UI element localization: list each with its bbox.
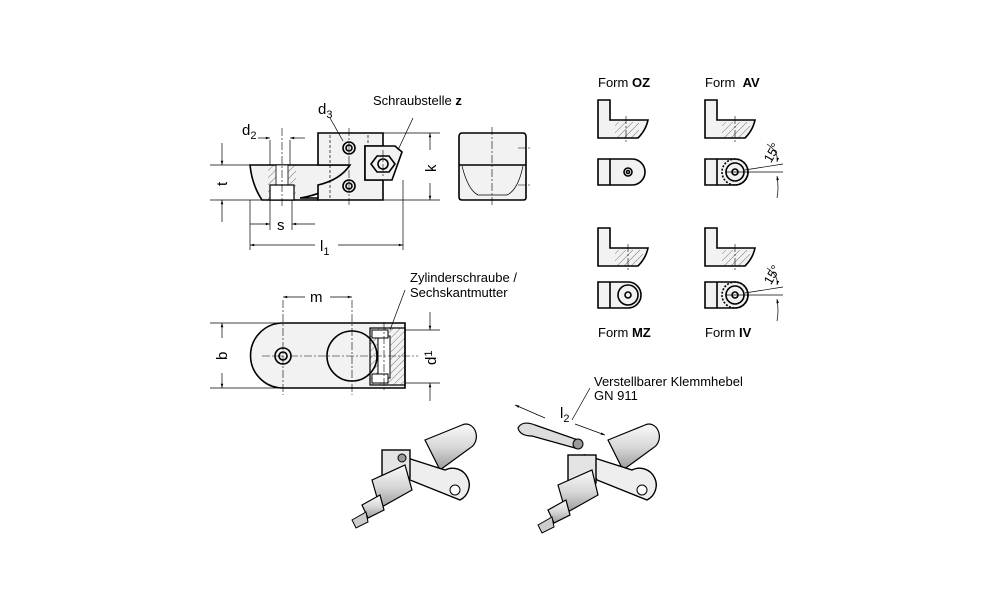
side-dimensions [210, 117, 440, 250]
top-view [249, 300, 418, 395]
form-av-label: Form AV [705, 75, 760, 90]
form-mz-drawing [597, 227, 649, 309]
dim-t: t [214, 181, 231, 186]
callout-zylinderschraube-2: Sechskantmutter [410, 285, 508, 300]
dim-d3: d3 [318, 101, 332, 121]
dim-b: b [214, 352, 231, 360]
angle-label-iv: 15° [760, 263, 783, 288]
top-dimensions [210, 289, 440, 401]
dim-l2: l2 [560, 405, 569, 425]
dim-d2: d2 [242, 122, 256, 142]
form-iv-label: Form IV [705, 325, 752, 340]
form-oz-drawing [597, 99, 649, 186]
callout-klemmhebel-2: GN 911 [594, 388, 638, 403]
form-mz-label: Form MZ [598, 325, 651, 340]
callout-zylinderschraube-1: Zylinderschraube / [410, 270, 517, 285]
end-view [458, 127, 530, 206]
form-av-drawing [704, 99, 784, 199]
callout-schraubstelle: Schraubstelle z [373, 93, 462, 108]
form-oz-label: Form OZ [598, 75, 650, 90]
callout-klemmhebel-1: Verstellbarer Klemmhebel [594, 374, 743, 389]
dim-d1: d1 [423, 351, 440, 365]
isometric-view-screw [351, 423, 477, 529]
dim-m: m [310, 289, 323, 306]
form-iv-drawing [704, 227, 784, 322]
angle-label-av: 15° [760, 141, 783, 166]
dim-s: s [277, 217, 285, 234]
dim-k: k [423, 164, 440, 172]
side-view [249, 128, 403, 208]
dim-l1: l1 [320, 238, 329, 258]
isometric-view-lever [514, 387, 660, 534]
